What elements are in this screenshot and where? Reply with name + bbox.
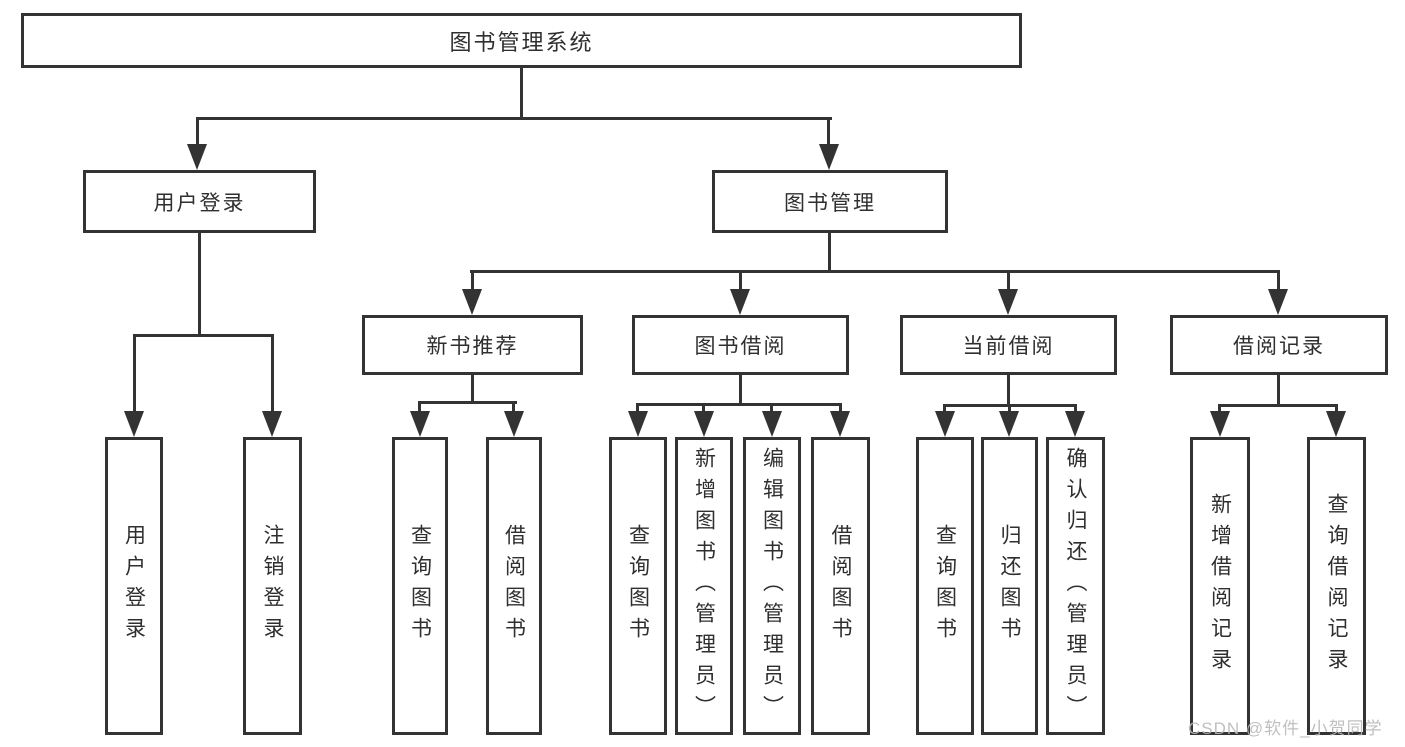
leaf-nb-query-books-label: 查询图书 bbox=[408, 524, 432, 648]
connector-book-mgmt-stem-2 bbox=[739, 270, 742, 291]
connector-book-borrow-hbar bbox=[636, 403, 842, 406]
leaf-nb-borrow-books: 借阅图书 bbox=[486, 437, 542, 735]
connector-user-login-stem-1 bbox=[133, 334, 136, 413]
connector-root-hbar bbox=[196, 117, 832, 120]
connector-current-borrow-stem-2 bbox=[1008, 404, 1011, 413]
node-borrow-records: 借阅记录 bbox=[1170, 315, 1388, 375]
connector-current-borrow-stem-1 bbox=[943, 404, 946, 413]
node-current-borrowing: 当前借阅 bbox=[900, 315, 1117, 375]
leaf-br-query-record: 查询借阅记录 bbox=[1307, 437, 1366, 735]
leaf-user-login: 用户登录 bbox=[105, 437, 163, 735]
connector-borrow-records-stem-2 bbox=[1335, 404, 1338, 413]
node-library-management-system: 图书管理系统 bbox=[21, 13, 1022, 68]
connector-root-stub bbox=[520, 68, 523, 118]
connector-new-book-stem-1 bbox=[418, 401, 421, 413]
arrowhead-cb-query bbox=[935, 411, 955, 437]
connector-user-login-stem-2 bbox=[271, 334, 274, 413]
leaf-cb-return-books: 归还图书 bbox=[981, 437, 1038, 735]
leaf-cb-confirm-return-admin-label: 确认归还（管理员） bbox=[1064, 446, 1087, 726]
arrowhead-cb-return bbox=[999, 411, 1019, 437]
leaf-bb-add-books-admin-label: 新增图书（管理员） bbox=[692, 446, 716, 726]
arrowhead-to-book-management bbox=[819, 144, 839, 170]
node-book-borrowing: 图书借阅 bbox=[632, 315, 849, 375]
connector-new-book-hbar bbox=[418, 401, 517, 404]
arrowhead-br-add bbox=[1210, 411, 1230, 437]
leaf-bb-borrow-books: 借阅图书 bbox=[811, 437, 870, 735]
leaf-user-login-label: 用户登录 bbox=[122, 524, 146, 648]
connector-current-borrow-stub bbox=[1007, 375, 1010, 406]
connector-current-borrow-stem-3 bbox=[1074, 404, 1077, 413]
connector-book-borrow-stub bbox=[739, 375, 742, 405]
leaf-bb-add-books-admin: 新增图书（管理员） bbox=[675, 437, 733, 735]
arrowhead-bb-borrow bbox=[830, 411, 850, 437]
leaf-br-add-record: 新增借阅记录 bbox=[1190, 437, 1250, 735]
arrowhead-to-new-book-recommend bbox=[462, 289, 482, 315]
arrowhead-nb-borrow bbox=[504, 411, 524, 437]
arrowhead-bb-add bbox=[694, 411, 714, 437]
arrowhead-bb-query bbox=[628, 411, 648, 437]
connector-user-login-hbar bbox=[133, 334, 274, 337]
connector-book-mgmt-stub bbox=[828, 233, 831, 272]
connector-root-stem-left bbox=[196, 117, 199, 146]
arrowhead-to-current-borrowing bbox=[998, 289, 1018, 315]
leaf-cb-query-books-label: 查询图书 bbox=[933, 524, 957, 648]
arrowhead-cb-confirm bbox=[1065, 411, 1085, 437]
leaf-cb-return-books-label: 归还图书 bbox=[998, 524, 1021, 648]
connector-book-borrow-stem-1 bbox=[636, 403, 639, 413]
leaf-bb-edit-books-admin: 编辑图书（管理员） bbox=[743, 437, 801, 735]
arrowhead-to-book-borrowing bbox=[730, 289, 750, 315]
connector-new-book-stub bbox=[471, 375, 474, 403]
connector-book-mgmt-stem-4 bbox=[1277, 270, 1280, 291]
leaf-nb-borrow-books-label: 借阅图书 bbox=[502, 524, 526, 648]
arrowhead-to-leaf-logout bbox=[262, 411, 282, 437]
leaf-logout: 注销登录 bbox=[243, 437, 302, 735]
leaf-logout-label: 注销登录 bbox=[261, 524, 284, 648]
arrowhead-bb-edit bbox=[762, 411, 782, 437]
leaf-cb-confirm-return-admin: 确认归还（管理员） bbox=[1046, 437, 1105, 735]
connector-book-mgmt-stem-1 bbox=[471, 270, 474, 291]
connector-borrow-records-hbar bbox=[1218, 404, 1338, 407]
arrowhead-nb-query bbox=[410, 411, 430, 437]
leaf-bb-query-books: 查询图书 bbox=[609, 437, 667, 735]
arrowhead-to-borrow-records bbox=[1268, 289, 1288, 315]
csdn-watermark: CSDN @软件_小贺同学 bbox=[1188, 719, 1383, 738]
connector-root-stem-right bbox=[827, 117, 830, 146]
leaf-cb-query-books: 查询图书 bbox=[916, 437, 974, 735]
arrowhead-br-query bbox=[1326, 411, 1346, 437]
connector-borrow-records-stem-1 bbox=[1218, 404, 1221, 413]
leaf-bb-borrow-books-label: 借阅图书 bbox=[829, 524, 852, 648]
leaf-br-query-record-label: 查询借阅记录 bbox=[1325, 493, 1348, 679]
node-user-login: 用户登录 bbox=[83, 170, 316, 233]
node-book-management: 图书管理 bbox=[712, 170, 948, 233]
connector-book-borrow-stem-3 bbox=[770, 403, 773, 413]
leaf-bb-query-books-label: 查询图书 bbox=[626, 524, 650, 648]
leaf-br-add-record-label: 新增借阅记录 bbox=[1208, 493, 1232, 679]
connector-borrow-records-stub bbox=[1277, 375, 1280, 406]
connector-book-mgmt-hbar bbox=[470, 270, 1280, 273]
arrowhead-to-user-login bbox=[187, 144, 207, 170]
connector-new-book-stem-2 bbox=[512, 401, 515, 413]
node-new-book-recommend: 新书推荐 bbox=[362, 315, 583, 375]
connector-book-borrow-stem-2 bbox=[702, 403, 705, 413]
arrowhead-to-leaf-user-login bbox=[124, 411, 144, 437]
leaf-bb-edit-books-admin-label: 编辑图书（管理员） bbox=[760, 446, 784, 726]
connector-book-borrow-stem-4 bbox=[839, 403, 842, 413]
connector-user-login-stub bbox=[198, 233, 201, 335]
connector-book-mgmt-stem-3 bbox=[1007, 270, 1010, 291]
leaf-nb-query-books: 查询图书 bbox=[392, 437, 448, 735]
